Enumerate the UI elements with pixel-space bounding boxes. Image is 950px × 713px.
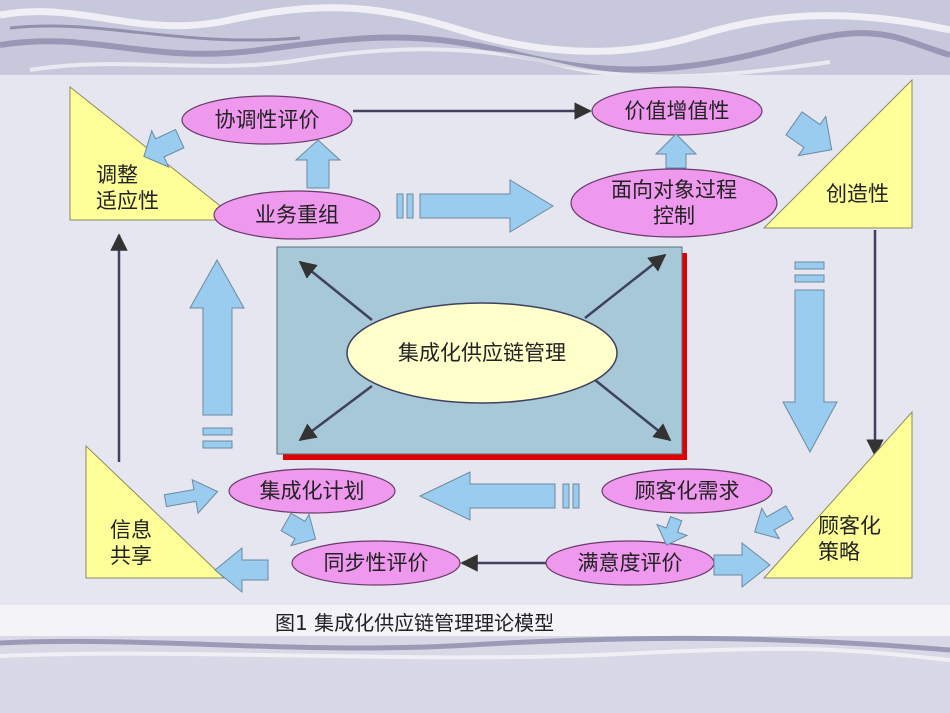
- block-arrow-up-left: [189, 258, 245, 416]
- ellipse-yewu: [213, 190, 381, 240]
- node-jihua: 集成化计划: [259, 478, 365, 503]
- corner-celue-line2: 策略: [818, 540, 860, 565]
- connector-lines: [110, 102, 884, 572]
- corner-xinxi-line1: 信息: [110, 518, 152, 542]
- triangle-chuangzao: [762, 78, 913, 229]
- block-arrow-to-jihua: [163, 478, 219, 515]
- center-ellipse: [346, 302, 618, 404]
- corner-tiaozheng-line2: 适应性: [96, 189, 159, 214]
- block-arrow-to-xuqiu: [754, 505, 795, 540]
- corner-celue-line1: 顾客化: [818, 514, 881, 538]
- triangle-celue: [762, 410, 913, 579]
- block-arrow-to-tiaozheng: [143, 128, 185, 168]
- top-wave-band: [0, 0, 950, 79]
- ellipse-jihua: [228, 468, 396, 514]
- block-arrow-to-manyi: [656, 516, 689, 546]
- bottom-wave-band: [0, 635, 950, 713]
- stripe-1: [396, 193, 404, 219]
- figure-caption: 图1 集成化供应链管理理论模型: [275, 611, 555, 635]
- corner-tiaozheng: 调整 适应性: [96, 162, 159, 215]
- stripe-left-1: [202, 427, 233, 436]
- stripe-left-2: [202, 440, 233, 449]
- corner-tiaozheng-line1: 调整: [96, 163, 138, 187]
- corner-xinxi: 信息 共享: [110, 517, 152, 570]
- node-xietiao: 协调性评价: [214, 107, 320, 132]
- block-arrow-to-xinxi: [214, 546, 269, 594]
- block-arrow-to-tongbu: [280, 512, 317, 547]
- node-mianxiang-line2: 控制: [653, 204, 695, 228]
- corner-chuangzao: 创造性: [826, 182, 889, 206]
- block-arrow-up-mianxiang: [654, 133, 698, 169]
- stripe-bottom-1: [572, 483, 580, 509]
- ellipse-xuqiu: [601, 468, 773, 514]
- node-yewu: 业务重组: [255, 202, 339, 227]
- block-arrow-down-right: [782, 289, 838, 454]
- block-arrow-up-yewu: [294, 139, 342, 189]
- corner-celue: 顾客化 策略: [818, 513, 881, 566]
- diag-arrow-tl: [298, 260, 373, 321]
- stripe-right-1: [794, 261, 825, 270]
- diag-arrow-tr: [584, 253, 667, 319]
- block-arrow-to-chuangzao: [785, 111, 833, 157]
- node-jiazhi: 价值增值性: [624, 98, 730, 123]
- stripe-right-2: [794, 274, 825, 283]
- ellipse-mianxiang: [570, 168, 778, 238]
- block-arrow-left-bottom: [418, 471, 556, 521]
- stripe-bottom-2: [562, 483, 570, 509]
- node-tongbu: 同步性评价: [323, 550, 429, 575]
- corner-xinxi-line2: 共享: [110, 544, 152, 569]
- node-mianxiang: 面向对象过程 控制: [611, 177, 737, 230]
- node-xuqiu: 顾客化需求: [634, 478, 740, 503]
- block-arrow-to-celue: [713, 541, 771, 589]
- triangle-xinxi: [85, 444, 226, 579]
- diag-arrow-br: [594, 379, 672, 442]
- ellipse-xietiao: [181, 95, 353, 145]
- node-center: 集成化供应链管理: [398, 340, 566, 365]
- ellipse-tongbu: [291, 540, 461, 586]
- block-arrow-right-top: [419, 179, 554, 233]
- node-mianxiang-line1: 面向对象过程: [611, 177, 737, 202]
- stripe-2: [406, 193, 414, 219]
- diag-arrow-bl: [298, 385, 373, 442]
- center-diagonal-arrows: [298, 253, 672, 442]
- node-manyi: 满意度评价: [577, 550, 683, 575]
